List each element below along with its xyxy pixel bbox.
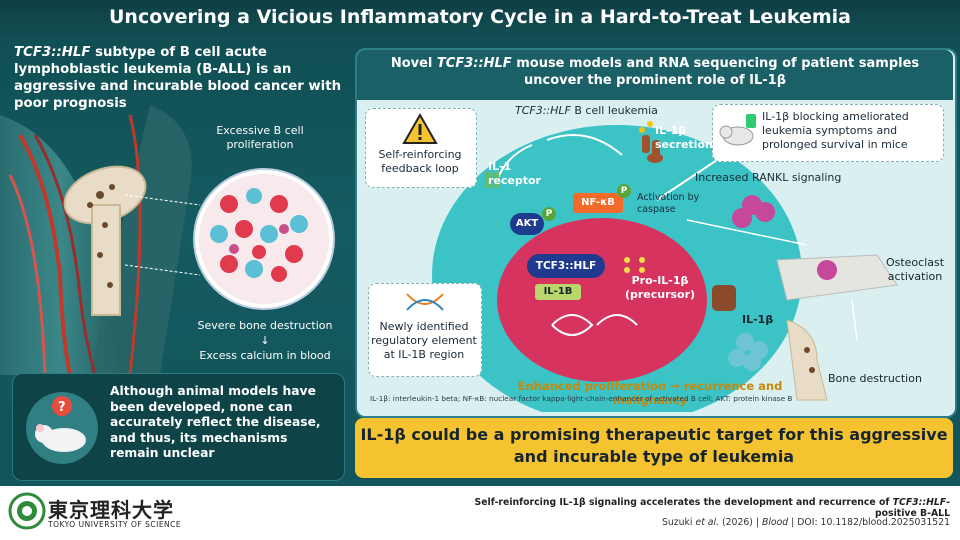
university-name-en: TOKYO UNIVERSITY OF SCIENCE xyxy=(48,520,182,529)
paper-title-gene: TCF3::HLF xyxy=(892,497,947,508)
marrow-magnified xyxy=(195,170,333,308)
citation-authors: Suzuki xyxy=(661,517,696,528)
conclusion-line2: and incurable type of leukemia xyxy=(513,447,795,466)
header-line2: uncover the prominent role of IL-1β xyxy=(523,73,787,88)
conclusion-line1: IL-1β could be a promising therapeutic t… xyxy=(360,425,948,444)
rankl-label: Increased RANKL signaling xyxy=(695,171,842,184)
limitation-text: Although animal models have been develop… xyxy=(110,384,321,460)
calcium-label: Excess calcium in blood xyxy=(199,349,331,362)
page-title: Uncovering a Vicious Inflammatory Cycle … xyxy=(108,6,851,28)
phospho-akt-badge: P xyxy=(542,207,556,221)
akt-badge: AKT xyxy=(510,213,544,235)
conclusion-box xyxy=(355,418,953,478)
paper-title: Self-reinforcing IL-1β signaling acceler… xyxy=(470,497,951,519)
cell-title-gene: TCF3::HLF xyxy=(515,104,571,117)
arrow-down-icon: ↓ xyxy=(260,334,270,347)
dna-icon xyxy=(406,293,444,311)
university-seal-icon xyxy=(8,492,46,530)
citation-year: (2026) | xyxy=(719,517,762,528)
cell-title-rest: B cell leukemia xyxy=(570,104,658,117)
header-gene: TCF3::HLF xyxy=(436,56,512,71)
citation-journal: Blood xyxy=(761,517,789,528)
citation: Suzuki et al. (2026) | Blood | DOI: 10.1… xyxy=(470,517,950,528)
pro-il1b-label: Pro-IL-1β (precursor) xyxy=(624,274,696,301)
il1b-label: IL-1β xyxy=(742,313,774,326)
cells-icon xyxy=(210,188,308,282)
warning-icon xyxy=(402,113,438,144)
intro-gene: TCF3::HLF xyxy=(14,45,91,60)
enhanced-label: Enhanced proliferation → recurrence and … xyxy=(517,379,783,407)
citation-doi: | DOI: 10.1182/blood.2025031521 xyxy=(788,517,950,528)
severe-label: Severe bone destruction xyxy=(197,319,333,332)
intro-rest: subtype of B cell acute lymphoblastic le… xyxy=(14,45,342,111)
abbreviations: IL-1β: interleukin-1 beta; NF-κB: nuclea… xyxy=(370,394,793,403)
feedback-label: Self-reinforcing feedback loop xyxy=(378,148,462,175)
findings-header: Novel TCF3::HLF mouse models and RNA seq… xyxy=(357,55,953,89)
cell-title: TCF3::HLF B cell leukemia xyxy=(515,104,705,117)
excess-label: Excessive B cell proliferation xyxy=(216,124,304,151)
header-b: mouse models and RNA sequencing of patie… xyxy=(511,56,920,71)
activation-label: Activation by caspase xyxy=(637,192,700,215)
findings-header-bg xyxy=(357,50,953,100)
mouse-icon xyxy=(719,114,756,146)
il1b-gene-badge: IL-1B xyxy=(535,284,581,300)
bone-illustration xyxy=(0,105,201,375)
il1b-secretion-label: IL-1β secretion xyxy=(655,124,713,151)
regulatory-card xyxy=(368,283,482,377)
tcf3-hlf-badge: TCF3::HLF xyxy=(527,254,605,278)
blocking-label: IL-1β blocking ameliorated leukemia symp… xyxy=(762,110,909,151)
mouse-question-icon: ? xyxy=(26,392,98,464)
footer xyxy=(0,486,960,540)
university-name-jp: 東京理科大学 xyxy=(48,498,174,522)
paper-title-a: Self-reinforcing IL-1β signaling acceler… xyxy=(474,497,893,508)
osteoclast-label: Osteoclast activation xyxy=(885,256,945,283)
citation-etal: et al. xyxy=(695,517,720,528)
svg-text:?: ? xyxy=(58,400,66,415)
intro-text: TCF3::HLF subtype of B cell acute lympho… xyxy=(14,44,349,112)
conclusion-text: IL-1β could be a promising therapeutic t… xyxy=(355,424,953,468)
title-bar xyxy=(0,0,960,38)
bone-shape xyxy=(776,254,898,301)
phospho-nfkb-badge: P xyxy=(617,184,631,198)
header-a: Novel xyxy=(390,56,437,71)
regulatory-label: Newly identified regulatory element at I… xyxy=(371,320,477,361)
il1-receptor-label: IL-1 receptor xyxy=(488,160,541,187)
nfkb-badge: NF-κB xyxy=(573,193,623,213)
paper-title-b: -positive B-ALL xyxy=(875,497,950,519)
bone-destruction-label: Bone destruction xyxy=(828,372,922,385)
bone-destruction-note: Severe bone destruction ↓ Excess calcium… xyxy=(180,318,350,363)
